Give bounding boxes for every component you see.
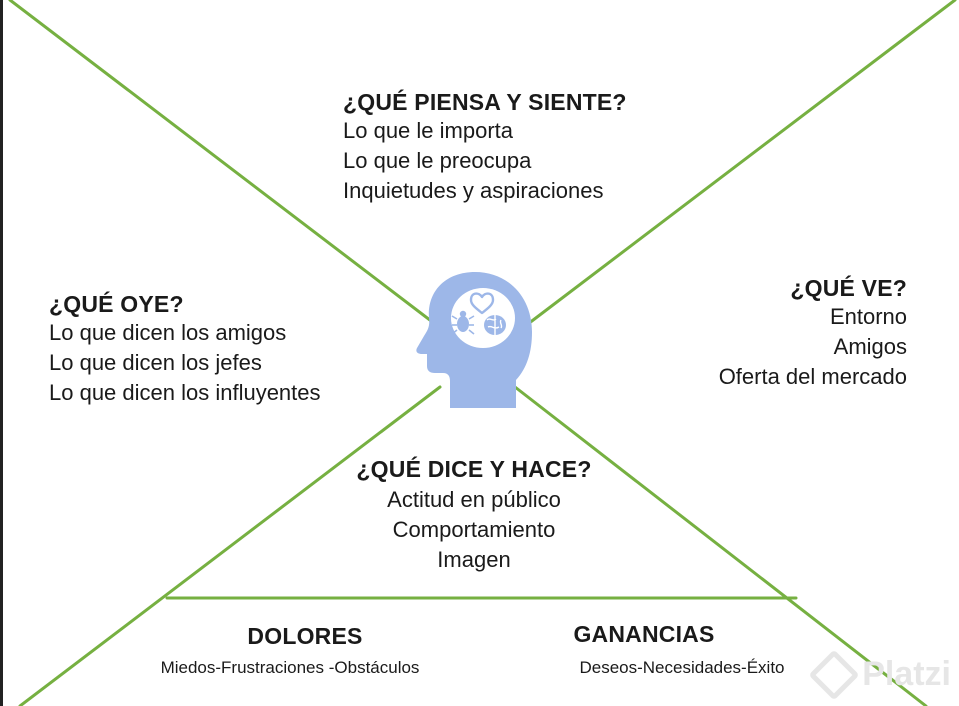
- ganancias-text: Deseos-Necesidades-Éxito: [579, 658, 785, 677]
- ve-item: Oferta del mercado: [718, 364, 907, 389]
- dice-item: Comportamiento: [392, 517, 556, 542]
- ve-section: ¿QUÉ VE? Entorno Amigos Oferta del merca…: [719, 274, 907, 392]
- dice-hace-section: ¿QUÉ DICE Y HACE? Actitud en público Com…: [332, 455, 616, 575]
- diagonal-bottom-left: [18, 385, 442, 706]
- oye-item: Lo que dicen los amigos: [49, 320, 287, 345]
- piensa-item: Lo que le preocupa: [343, 148, 532, 173]
- brain-icon: [484, 315, 506, 335]
- platzi-watermark: Platzi: [808, 649, 951, 700]
- oye-item: Lo que dicen los jefes: [49, 350, 262, 375]
- piensa-item: Inquietudes y aspiraciones: [343, 178, 604, 203]
- dolores-title: DOLORES: [247, 623, 363, 649]
- oye-title: ¿QUÉ OYE?: [49, 291, 184, 317]
- ve-item: Entorno: [829, 304, 907, 329]
- left-border: [0, 0, 3, 706]
- piensa-siente-section: ¿QUÉ PIENSA Y SIENTE? Lo que le importa …: [343, 88, 627, 206]
- ganancias-title: GANANCIAS: [573, 621, 715, 647]
- ve-title: ¿QUÉ VE?: [790, 275, 907, 301]
- oye-item: Lo que dicen los influyentes: [49, 380, 321, 405]
- dice-hace-title: ¿QUÉ DICE Y HACE?: [356, 456, 592, 482]
- ve-item: Amigos: [833, 334, 907, 359]
- diagonal-bottom-right: [513, 385, 928, 706]
- bug-icon: [451, 310, 475, 335]
- diagonal-top-right: [518, 0, 957, 332]
- dice-item: Actitud en público: [387, 487, 561, 512]
- platzi-logo-icon: [808, 649, 860, 700]
- heart-icon: [469, 292, 495, 315]
- head-profile-icon: [416, 272, 532, 408]
- dolores-text: Miedos-Frustraciones -Obstáculos: [160, 658, 420, 677]
- diagonal-top-left: [8, 0, 445, 332]
- piensa-siente-title: ¿QUÉ PIENSA Y SIENTE?: [343, 89, 627, 115]
- dice-item: Imagen: [437, 547, 511, 572]
- watermark-text: Platzi: [862, 655, 951, 693]
- piensa-item: Lo que le importa: [343, 118, 513, 143]
- oye-section: ¿QUÉ OYE? Lo que dicen los amigos Lo que…: [49, 290, 321, 408]
